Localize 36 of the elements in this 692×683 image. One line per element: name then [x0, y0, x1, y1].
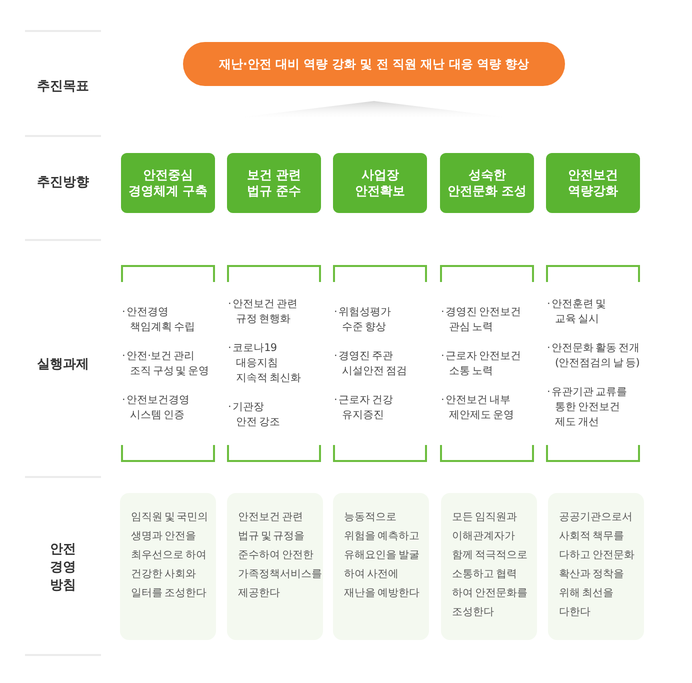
task-item: · 코로나19 대응지침 지속적 최신화 [228, 341, 302, 386]
direction-box [121, 153, 215, 213]
task-item: · 유관기관 교류를 통한 안전보건 제도 개선 [547, 385, 628, 430]
task-item: · 기관장 안전 강조 [228, 400, 281, 430]
row-heading: 추진목표 [37, 78, 89, 96]
task-item: · 안전훈련 및 교육 실시 [547, 297, 608, 327]
direction-box [227, 153, 321, 213]
policy-text: 공공기관으로서 사회적 책무를 다하고 안전문화 확산과 정착을 위해 최선을 다한다 [559, 510, 636, 620]
task-item: · 안전문화 활동 전개 (안전점검의 날 등) [547, 341, 640, 371]
goal-text: 재난·안전 대비 역량 강화 및 전 직원 재난 대응 역량 향상 [218, 56, 530, 72]
direction-text: 안전중심 경영체계 구축 [128, 167, 208, 199]
goal-banner [183, 42, 565, 86]
row-heading: 추진방향 [37, 174, 89, 192]
task-item: · 안전보건경영 시스템 인증 [122, 392, 191, 422]
task-item: · 근로자 건강 유지증진 [334, 392, 394, 422]
task-item: · 위험성평가 수준 향상 [334, 304, 392, 334]
policy-text: 모든 임직원과 이해관계자가 함께 적극적으로 소통하고 협력 하여 안전문화를 조성한다 [452, 510, 528, 620]
direction-text: 보건 관련 법규 준수 [246, 167, 302, 199]
task-item: · 안전경영 책임계획 수립 [122, 304, 196, 334]
policy-text: 안전보건 관련 법규 및 규정을 준수하여 안전한 가족정책서비스를 제공한다 [238, 510, 320, 601]
row-heading: 안전 경영 방침 [49, 541, 77, 595]
direction-text: 사업장 안전확보 [354, 167, 406, 199]
task-item: · 안전보건 내부 제안제도 운영 [441, 392, 515, 422]
policy-text: 능동적으로 위험을 예측하고 유해요인을 발굴 하여 사전에 재난을 예방한다 [344, 510, 420, 601]
row-heading: 실행과제 [37, 356, 89, 374]
direction-text: 안전보건 역량강화 [567, 167, 619, 199]
task-item: · 근로자 안전보건 소통 노력 [441, 348, 522, 378]
task-item: · 안전보건 관련 규정 현행화 [228, 297, 299, 327]
policy-text: 임직원 및 국민의 생명과 안전을 최우선으로 하여 건강한 사회와 일터를 조성한다 [131, 510, 210, 601]
task-item: · 안전·보건 관리 조직 구성 및 운영 [122, 348, 210, 378]
direction-box [440, 153, 534, 213]
direction-box [333, 153, 427, 213]
task-item: · 경영진 주관 시설안전 점검 [334, 348, 408, 378]
task-item: · 경영진 안전보건 관심 노력 [441, 304, 522, 334]
direction-box [546, 153, 640, 213]
direction-text: 성숙한 안전문화 조성 [446, 167, 528, 199]
